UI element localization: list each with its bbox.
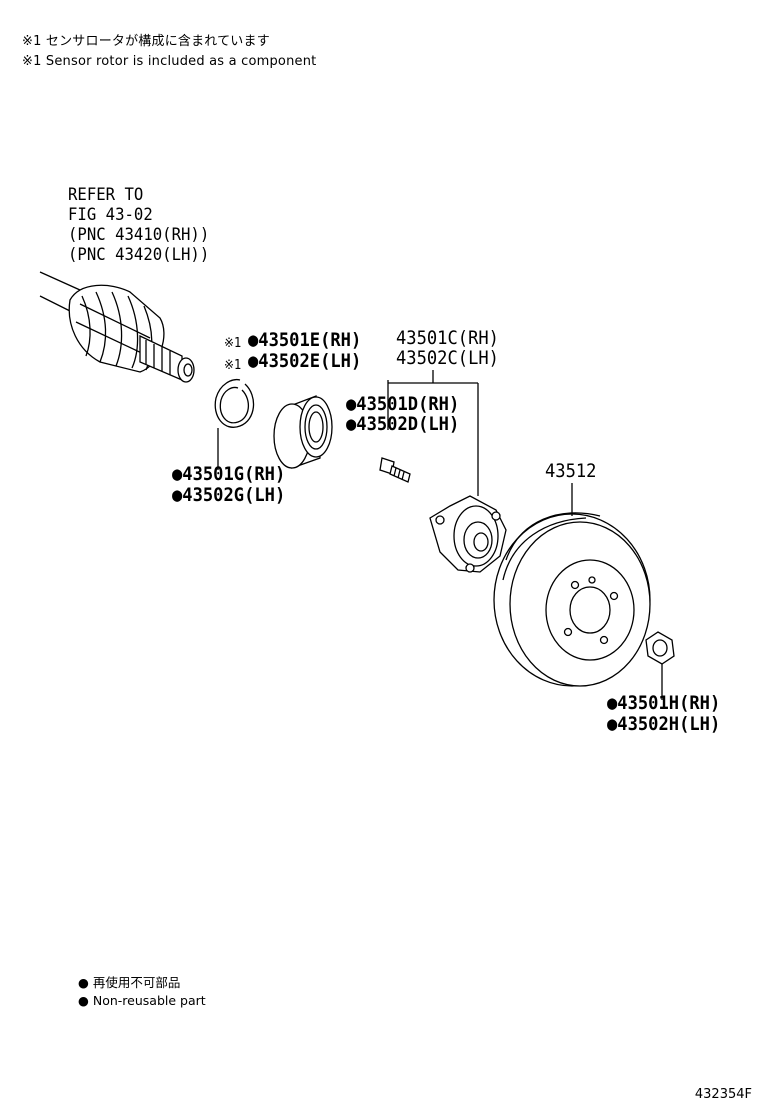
rotor-part: 43512 xyxy=(545,460,597,482)
note-jp: ※1 センサロータが構成に含まれています xyxy=(22,34,270,49)
legend-en: ● Non-reusable part xyxy=(78,993,206,1008)
hub-bolt-illustration xyxy=(379,380,411,483)
bearing-mark-lh: ※1 xyxy=(224,358,242,373)
nut-part-rh: ●43501H(RH) xyxy=(607,692,721,714)
refer-line-3: (PNC 43410(RH)) xyxy=(68,225,210,245)
snap-ring-illustration xyxy=(214,378,255,470)
drive-shaft-illustration xyxy=(39,271,195,383)
bearing-part-lh: ●43502E(LH) xyxy=(248,350,362,372)
bolt-part-rh: ●43501D(RH) xyxy=(346,393,460,415)
refer-line-2: FIG 43-02 xyxy=(68,205,153,225)
hub-part-lh: 43502C(LH) xyxy=(396,347,499,369)
bearing-illustration xyxy=(273,395,333,469)
nut-part-lh: ●43502H(LH) xyxy=(607,713,721,735)
snap-ring-part-lh: ●43502G(LH) xyxy=(172,484,286,506)
refer-line-4: (PNC 43420(LH)) xyxy=(68,245,210,265)
refer-line-1: REFER TO xyxy=(68,185,144,205)
note-en: ※1 Sensor rotor is included as a compone… xyxy=(22,54,317,69)
bearing-mark-rh: ※1 xyxy=(224,336,242,351)
legend-jp: ● 再使用不可部品 xyxy=(78,975,181,990)
bolt-part-lh: ●43502D(LH) xyxy=(346,413,460,435)
hub-nut-illustration xyxy=(645,631,675,700)
figure-code: 432354F xyxy=(694,1087,752,1102)
snap-ring-part-rh: ●43501G(RH) xyxy=(172,463,286,485)
hub-part-rh: 43501C(RH) xyxy=(396,327,499,349)
bearing-part-rh: ●43501E(RH) xyxy=(248,329,362,351)
disc-rotor-illustration xyxy=(493,483,651,687)
axle-hub-illustration xyxy=(388,370,507,573)
